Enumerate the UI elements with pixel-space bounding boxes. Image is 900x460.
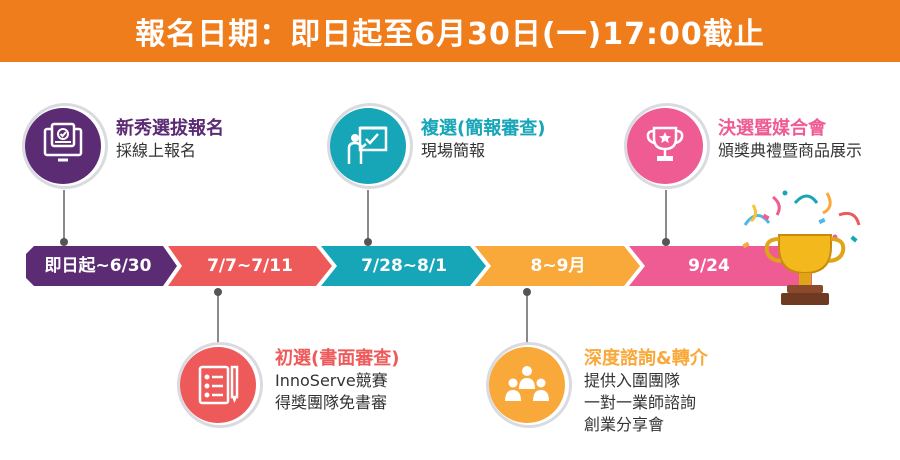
stage-title: 初選(書面審查) [275, 348, 400, 369]
stage-ring [486, 342, 572, 428]
timeline-label-5: 9/24 [688, 256, 730, 276]
connector-dot-second [364, 238, 372, 246]
connector-second [367, 190, 369, 242]
stage-circle [489, 347, 565, 423]
stage-ring [22, 103, 108, 189]
stage-line-1: 現場簡報 [421, 141, 486, 160]
stage-line-1: InnoServe競賽 [275, 371, 388, 390]
timeline-label-1: 即日起~6/30 [44, 256, 152, 276]
timeline-label-4: 8~9月 [530, 256, 586, 276]
registration-deadline-banner: 報名日期：即日起至6月30日(一)17:00截止 [0, 0, 900, 62]
stage-line-2: 得獎團隊免書審 [275, 393, 388, 412]
stage-circle [180, 347, 256, 423]
stage-line-1: 採線上報名 [116, 141, 197, 160]
stage-ring [177, 342, 263, 428]
stage-circle [330, 108, 406, 184]
connector-signup [63, 190, 65, 242]
stage-signup: 新秀選拔報名 採線上報名 [20, 100, 280, 200]
stage-circle [25, 108, 101, 184]
stage-consult: 深度諮詢&轉介 提供入圍團隊 一對一業師諮詢 創業分享會 [484, 340, 804, 450]
celebration-trophy-icon [742, 190, 861, 305]
stage-ring [624, 103, 710, 189]
stage-line-2: 一對一業師諮詢 [584, 393, 697, 412]
stage-circle [627, 108, 703, 184]
stage-first: 初選(書面審查) InnoServe競賽 得獎團隊免書審 [175, 340, 475, 440]
stage-line-1: 提供入圍團隊 [584, 371, 681, 390]
stage-second: 複選(簡報審查) 現場簡報 [325, 100, 605, 200]
trophy-icon [646, 126, 684, 161]
presentation-icon [347, 126, 388, 164]
stage-line-1: 頒獎典禮暨商品展示 [718, 141, 863, 160]
connector-dot-first [214, 288, 222, 296]
connector-consult [526, 290, 528, 345]
stage-line-3: 創業分享會 [584, 415, 665, 434]
online-form-icon [43, 122, 83, 162]
timeline-label-2: 7/7~7/11 [207, 256, 293, 276]
connector-first [217, 290, 219, 345]
mentoring-icon [505, 366, 549, 401]
timeline-label-3: 7/28~8/1 [361, 256, 447, 276]
connector-dot-final [662, 238, 670, 246]
connector-final [665, 190, 667, 242]
stage-title: 決選暨媒合會 [718, 118, 826, 139]
document-review-icon [198, 365, 239, 405]
stage-ring [327, 103, 413, 189]
connector-dot-consult [523, 288, 531, 296]
stage-title: 深度諮詢&轉介 [584, 348, 708, 369]
stage-title: 新秀選拔報名 [116, 118, 224, 139]
stage-title: 複選(簡報審查) [421, 118, 546, 139]
stage-final: 決選暨媒合會 頒獎典禮暨商品展示 [622, 100, 897, 200]
connector-dot-signup [60, 238, 68, 246]
